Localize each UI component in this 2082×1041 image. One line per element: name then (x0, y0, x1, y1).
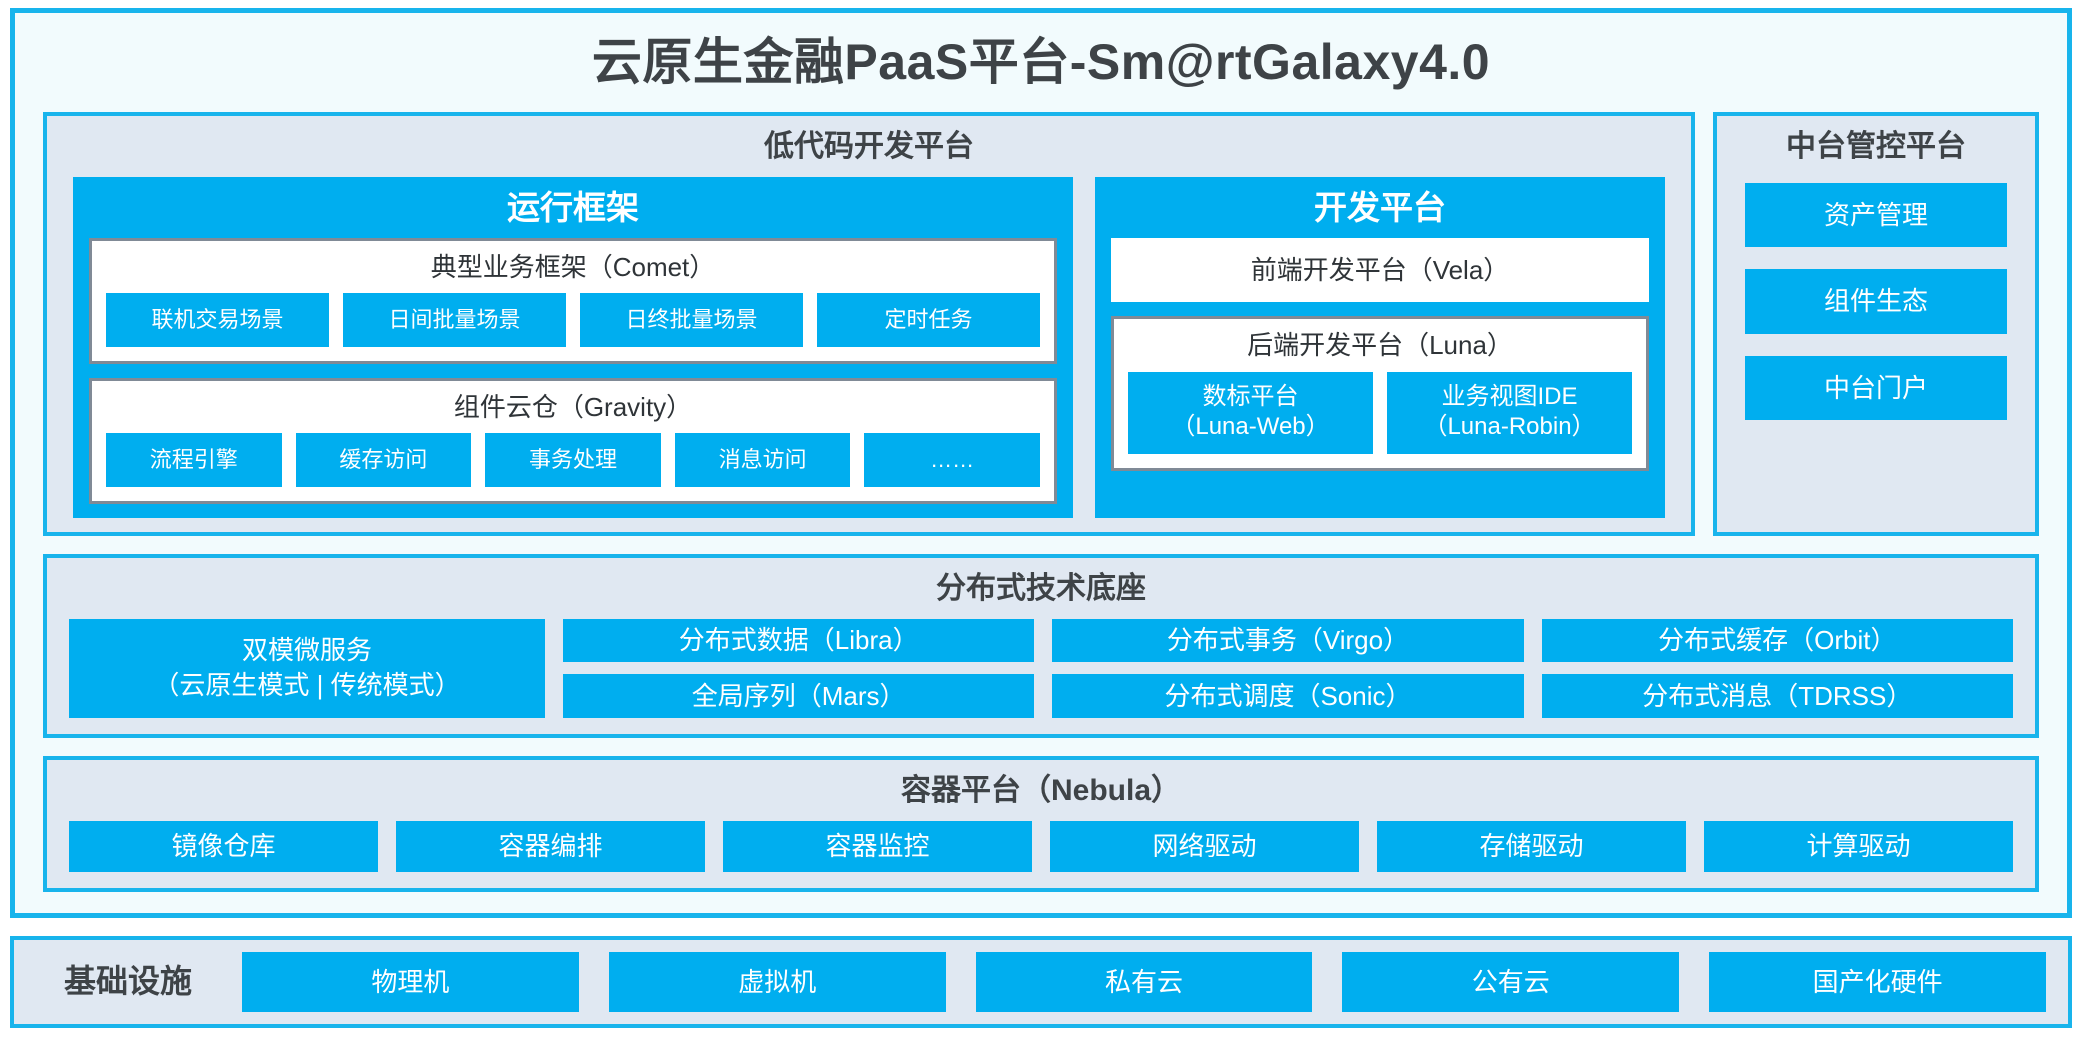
management-item-component[interactable]: 组件生态 (1745, 269, 2007, 334)
distributed-cell-libra[interactable]: 分布式数据（Libra） (563, 618, 1035, 663)
comet-title: 典型业务框架（Comet） (430, 251, 716, 282)
infrastructure-cell-private-cloud[interactable]: 私有云 (975, 951, 1313, 1013)
management-item-portal[interactable]: 中台门户 (1745, 355, 2007, 421)
container-cell-monitoring[interactable]: 容器监控 (723, 820, 1032, 872)
distributed-cell-tdrss[interactable]: 分布式消息（TDRSS） (1541, 674, 2013, 718)
infrastructure-cell-domestic-hardware[interactable]: 国产化硬件 (1709, 951, 2046, 1013)
gravity-chip-more[interactable]: …… (864, 433, 1040, 487)
gravity-chip[interactable]: 消息访问 (674, 433, 851, 487)
comet-chip[interactable]: 联机交易场景 (106, 293, 329, 347)
lowcode-platform-title: 低代码开发平台 (764, 130, 974, 163)
gravity-chip[interactable]: 流程引擎 (106, 433, 282, 487)
dual-mode-microservice-cell[interactable]: 双模微服务 （云原生模式 | 传统模式） (69, 618, 545, 718)
luna-chip-row: 数标平台 （Luna-Web） 业务视图IDE （Luna-Robin） (1128, 371, 1632, 454)
infrastructure-cells: 物理机 虚拟机 私有云 公有云 国产化硬件 (242, 951, 2046, 1013)
container-cell-orchestration[interactable]: 容器编排 (396, 820, 705, 872)
top-row: 低代码开发平台 运行框架 典型业务框架（Comet） 联机交易场景 日间批量场景… (43, 112, 2039, 536)
runtime-framework-group: 运行框架 典型业务框架（Comet） 联机交易场景 日间批量场景 日终批量场景 … (73, 176, 1073, 518)
container-platform-row: 镜像仓库 容器编排 容器监控 网络驱动 存储驱动 计算驱动 (47, 820, 2035, 889)
management-platform-title: 中台管控平台 (1786, 130, 1966, 163)
frontend-platform-vela[interactable]: 前端开发平台（Vela） (1111, 237, 1649, 303)
development-platform-group: 开发平台 前端开发平台（Vela） 后端开发平台（Luna） 数标平台 （Lun… (1095, 176, 1665, 518)
gravity-chip[interactable]: 缓存访问 (295, 433, 472, 487)
distributed-column-3: 分布式缓存（Orbit） 分布式消息（TDRSS） (1541, 618, 2013, 718)
container-cell-image-registry[interactable]: 镜像仓库 (69, 820, 378, 872)
distributed-column-1: 分布式数据（Libra） 全局序列（Mars） (563, 618, 1035, 718)
distributed-cell-orbit[interactable]: 分布式缓存（Orbit） (1541, 618, 2013, 663)
luna-robin-chip[interactable]: 业务视图IDE （Luna-Robin） (1387, 371, 1632, 454)
container-platform-title: 容器平台（Nebula） (900, 774, 1182, 807)
management-platform-panel: 中台管控平台 资产管理 组件生态 中台门户 (1713, 112, 2039, 536)
distributed-cell-sonic[interactable]: 分布式调度（Sonic） (1052, 674, 1524, 718)
gravity-chip-row: 流程引擎 缓存访问 事务处理 消息访问 …… (106, 433, 1040, 487)
development-platform-title: 开发平台 (1314, 188, 1446, 226)
lowcode-platform-panel: 低代码开发平台 运行框架 典型业务框架（Comet） 联机交易场景 日间批量场景… (43, 112, 1695, 536)
luna-robin-chip-line2: （Luna-Robin） (1423, 412, 1596, 440)
luna-robin-chip-line1: 业务视图IDE (1441, 382, 1578, 410)
management-item-asset[interactable]: 资产管理 (1745, 182, 2007, 248)
management-platform-list: 资产管理 组件生态 中台门户 (1717, 177, 2035, 517)
gravity-chip[interactable]: 事务处理 (485, 433, 661, 487)
comet-chip[interactable]: 日间批量场景 (343, 293, 566, 347)
distributed-base-title: 分布式技术底座 (936, 572, 1146, 605)
runtime-framework-title: 运行框架 (507, 188, 639, 226)
gravity-title: 组件云仓（Gravity） (453, 391, 693, 422)
lowcode-platform-body: 运行框架 典型业务框架（Comet） 联机交易场景 日间批量场景 日终批量场景 … (47, 176, 1691, 540)
luna-web-chip-line2: （Luna-Web） (1171, 412, 1330, 440)
dual-mode-line1: 双模微服务 (241, 635, 372, 666)
dual-mode-line2: （云原生模式 | 传统模式） (153, 670, 461, 701)
page-title: 云原生金融PaaS平台-Sm@rtGalaxy4.0 (591, 34, 1491, 90)
container-platform-panel: 容器平台（Nebula） 镜像仓库 容器编排 容器监控 网络驱动 存储驱动 计算… (43, 756, 2039, 892)
comet-chip[interactable]: 日终批量场景 (580, 293, 803, 347)
distributed-cell-mars[interactable]: 全局序列（Mars） (563, 674, 1035, 718)
distributed-cell-virgo[interactable]: 分布式事务（Virgo） (1052, 618, 1524, 663)
infrastructure-cell-public-cloud[interactable]: 公有云 (1342, 951, 1680, 1013)
comet-chip-row: 联机交易场景 日间批量场景 日终批量场景 定时任务 (106, 293, 1040, 347)
infrastructure-cell-virtual[interactable]: 虚拟机 (608, 951, 946, 1013)
distributed-base-panel: 分布式技术底座 双模微服务 （云原生模式 | 传统模式） 分布式数据（Libra… (43, 554, 2039, 738)
container-cell-storage-driver[interactable]: 存储驱动 (1377, 820, 1686, 872)
comet-chip[interactable]: 定时任务 (817, 293, 1040, 347)
infrastructure-label: 基础设施 (64, 963, 193, 1000)
infrastructure-cell-physical[interactable]: 物理机 (242, 951, 579, 1013)
diagram-shell: 云原生金融PaaS平台-Sm@rtGalaxy4.0 低代码开发平台 运行框架 … (10, 8, 2072, 918)
distributed-base-body: 双模微服务 （云原生模式 | 传统模式） 分布式数据（Libra） 全局序列（M… (47, 618, 2035, 735)
luna-web-chip-line1: 数标平台 (1202, 382, 1299, 410)
luna-card: 后端开发平台（Luna） 数标平台 （Luna-Web） 业务视图IDE （Lu… (1111, 316, 1649, 471)
gravity-card: 组件云仓（Gravity） 流程引擎 缓存访问 事务处理 消息访问 …… (89, 377, 1057, 504)
distributed-column-2: 分布式事务（Virgo） 分布式调度（Sonic） (1052, 618, 1524, 718)
luna-web-chip[interactable]: 数标平台 （Luna-Web） (1128, 371, 1373, 454)
container-cell-compute-driver[interactable]: 计算驱动 (1704, 820, 2013, 872)
backend-platform-luna-title: 后端开发平台（Luna） (1247, 330, 1513, 361)
infrastructure-panel: 基础设施 物理机 虚拟机 私有云 公有云 国产化硬件 (10, 936, 2072, 1028)
container-cell-network-driver[interactable]: 网络驱动 (1050, 820, 1359, 872)
comet-card: 典型业务框架（Comet） 联机交易场景 日间批量场景 日终批量场景 定时任务 (89, 237, 1057, 364)
